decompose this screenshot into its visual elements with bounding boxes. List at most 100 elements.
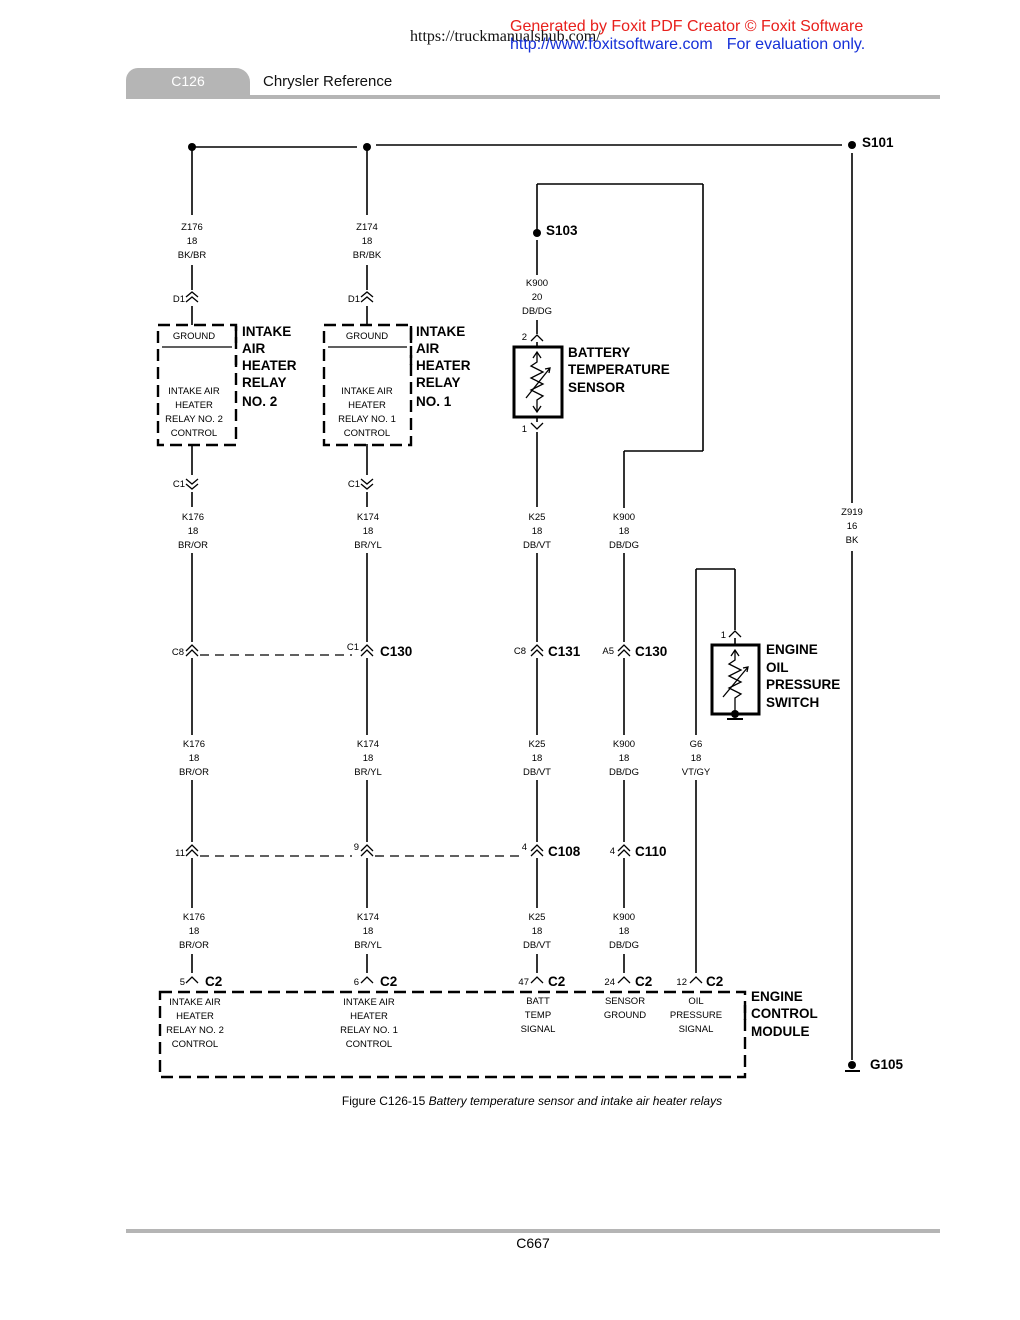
relay1-pin-c1: C1 [348, 479, 360, 490]
ecm-pin24-label-2: GROUND [604, 1010, 646, 1021]
wire-k174-b-id: K174 [357, 739, 379, 750]
relay1-control-2: HEATER [348, 400, 386, 411]
relay2-name-1: INTAKE [242, 324, 291, 339]
footer-rule [126, 1229, 940, 1233]
wire-k25-b-gauge: 18 [532, 753, 543, 764]
wire-k174-c-gauge: 18 [363, 926, 374, 937]
wire-k176-b-color: BR/OR [179, 767, 209, 778]
wire-k25-c-gauge: 18 [532, 926, 543, 937]
ecm-pin24-label-1: SENSOR [605, 996, 645, 1007]
relay1-name-1: INTAKE [416, 324, 465, 339]
ecm-pin12-label-1: OIL [688, 996, 703, 1007]
wire-k900-top-id: K900 [526, 278, 548, 289]
connector-c131: C131 [548, 644, 581, 659]
wire-k176-c-id: K176 [183, 912, 205, 923]
ecm-pin12-label-2: PRESSURE [670, 1010, 722, 1021]
relay2-control-3: RELAY NO. 2 [165, 414, 223, 425]
wire-k174-a-gauge: 18 [363, 526, 374, 537]
ecm-pin5-label-3: RELAY NO. 2 [166, 1025, 224, 1036]
page-number: C667 [516, 1235, 550, 1251]
relay2-ground: GROUND [173, 331, 215, 342]
wire-k176-c-gauge: 18 [189, 926, 200, 937]
watermark-note: For evaluation only. [726, 36, 866, 53]
wire-k25-a-gauge: 18 [532, 526, 543, 537]
wire-k25-c-id: K25 [529, 912, 546, 923]
relay1-control-4: CONTROL [344, 428, 390, 439]
ecm-pin-5: 5 [180, 977, 185, 988]
figure-number: Figure C126-15 [341, 1094, 426, 1108]
wire-g6-color: VT/GY [682, 767, 711, 778]
c108-pin-4: 4 [522, 842, 527, 853]
ecm-name-3: MODULE [751, 1024, 810, 1039]
relay2-pin-c1: C1 [173, 479, 185, 490]
wire-z919-color: BK [846, 535, 859, 546]
wire-k176-b-gauge: 18 [189, 753, 200, 764]
figure-caption-text: Battery temperature sensor and intake ai… [428, 1094, 723, 1108]
ecm-pin-24: 24 [604, 977, 615, 988]
relay1-control-1: INTAKE AIR [341, 386, 393, 397]
watermark-line2: http://www.foxitsoftware.com For evaluati… [510, 36, 865, 54]
battery-sensor-name-2: TEMPERATURE [568, 362, 670, 377]
wire-g6-id: G6 [690, 739, 703, 750]
wire-k900-b-gauge: 18 [619, 753, 630, 764]
wire-k900-c-color: DB/DG [609, 940, 639, 951]
wire-g6-gauge: 18 [691, 753, 702, 764]
ecm-c2-label-6: C2 [380, 974, 397, 989]
watermark-link[interactable]: http://www.foxitsoftware.com [510, 36, 713, 53]
relay1-pin-d1: D1 [348, 294, 360, 305]
ecm-pin-47: 47 [518, 977, 529, 988]
wire-k174-c-color: BR/YL [354, 940, 381, 951]
ecm-pin47-label-3: SIGNAL [521, 1024, 556, 1035]
wire-k900-a-gauge: 18 [619, 526, 630, 537]
relay1-control-3: RELAY NO. 1 [338, 414, 396, 425]
splice-s103: S103 [546, 223, 578, 238]
wire-z174-gauge: 18 [362, 236, 373, 247]
c130-pin-a5: A5 [602, 646, 614, 657]
connector-c110: C110 [635, 844, 667, 859]
ecm-pin6-label-3: RELAY NO. 1 [340, 1025, 398, 1036]
wire-k174-b-gauge: 18 [363, 753, 374, 764]
ground-g105: G105 [870, 1057, 904, 1072]
c108-pin-9: 9 [354, 842, 359, 853]
ecm-name-1: ENGINE [751, 989, 803, 1004]
ecm-pin-6: 6 [354, 977, 359, 988]
oil-switch-name-1: ENGINE [766, 642, 818, 657]
relay1-ground: GROUND [346, 331, 388, 342]
oil-switch-name-2: OIL [766, 660, 789, 675]
relay1-name-3: HEATER [416, 358, 471, 373]
relay2-control-1: INTAKE AIR [168, 386, 220, 397]
battery-sensor-name-1: BATTERY [568, 345, 630, 360]
wire-k176-a-gauge: 18 [188, 526, 199, 537]
wire-z174-color: BR/BK [353, 250, 382, 261]
wire-k176-b-id: K176 [183, 739, 205, 750]
wire-k900-a-color: DB/DG [609, 540, 639, 551]
watermark-line1: Generated by Foxit PDF Creator © Foxit S… [510, 18, 864, 35]
wire-z176-color: BK/BR [178, 250, 207, 261]
wire-k174-a-id: K174 [357, 512, 379, 523]
relay2-control-2: HEATER [175, 400, 213, 411]
connector-c130-right: C130 [635, 644, 667, 659]
splice-s101: S101 [862, 135, 894, 150]
wire-z174-id: Z174 [356, 222, 378, 233]
relay2-name-4: RELAY [242, 375, 287, 390]
wire-k25-c-color: DB/VT [523, 940, 551, 951]
ecm-pin5-label-1: INTAKE AIR [169, 997, 221, 1008]
wire-k176-a-id: K176 [182, 512, 204, 523]
ecm-pin12-label-3: SIGNAL [679, 1024, 714, 1035]
ecm-c2-label-24: C2 [635, 974, 652, 989]
ecm-c2-label-12: C2 [706, 974, 723, 989]
wire-k176-c-color: BR/OR [179, 940, 209, 951]
wire-k900-top-gauge: 20 [532, 292, 543, 303]
ecm-pin6-label-4: CONTROL [346, 1039, 392, 1050]
wire-z176-gauge: 18 [187, 236, 198, 247]
section-tab [126, 68, 250, 98]
connector-c130-left: C130 [380, 644, 412, 659]
wire-k174-a-color: BR/YL [354, 540, 381, 551]
wire-k900-a-id: K900 [613, 512, 635, 523]
relay1-name-4: RELAY [416, 375, 461, 390]
ecm-name-2: CONTROL [751, 1006, 818, 1021]
header-rule [126, 95, 940, 99]
wire-k900-top-color: DB/DG [522, 306, 552, 317]
oil-switch-pin-1: 1 [721, 630, 726, 641]
